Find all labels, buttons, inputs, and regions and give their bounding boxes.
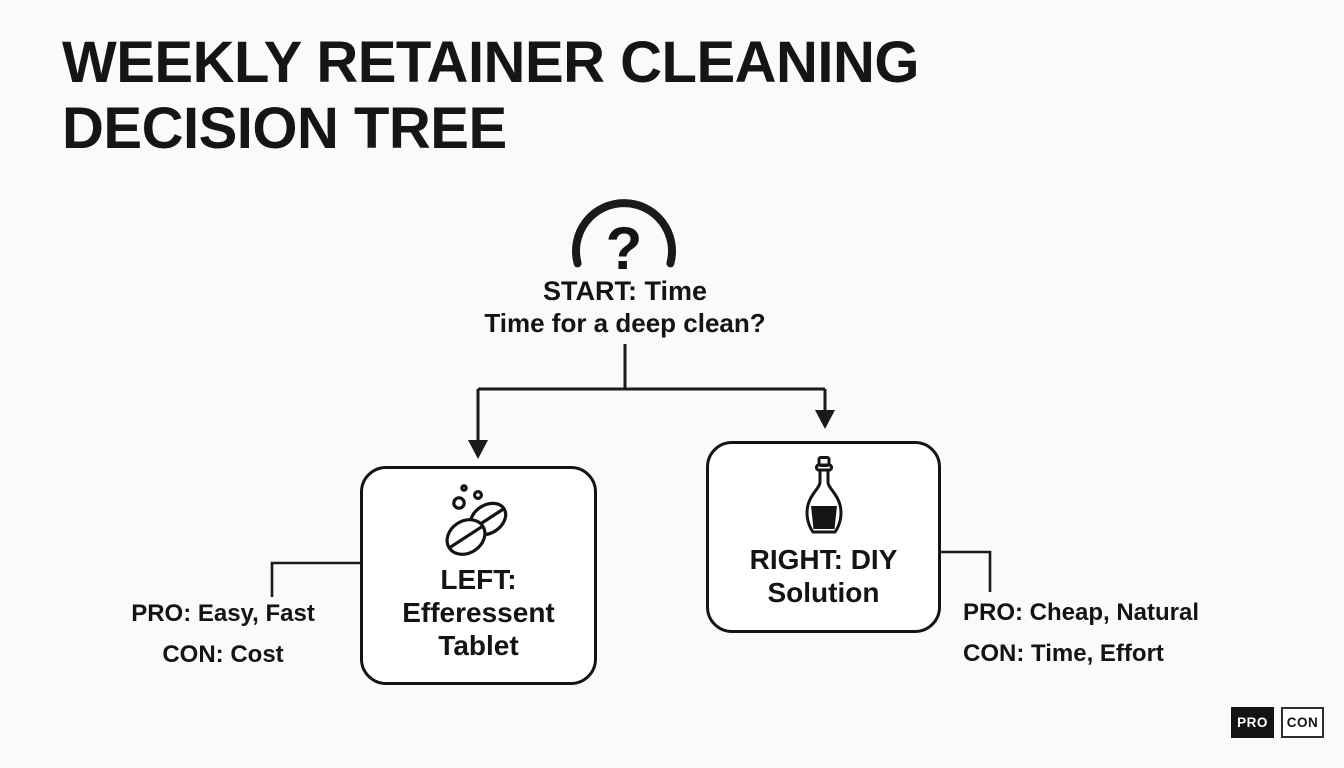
con-legend-badge: CON (1281, 707, 1324, 738)
right-option-node: RIGHT: DIY Solution (706, 441, 941, 633)
root-node-question: Time for a deep clean? (484, 308, 766, 338)
effervescent-tablet-icon (444, 484, 507, 556)
page-title: WEEKLY RETAINER CLEANING DECISION TREE (62, 30, 920, 161)
right-con-text: CON: Time, Effort (963, 640, 1164, 667)
root-node: START: Time Time for a deep clean? (400, 276, 850, 338)
pro-legend-badge: PRO (1231, 707, 1274, 738)
right-procon-block: PRO: Cheap, Natural CON: Time, Effort (963, 600, 1203, 667)
right-procon-elbow-line (941, 550, 992, 592)
diy-solution-bottle-icon (805, 456, 842, 534)
left-pro-text: PRO: Easy, Fast (131, 600, 315, 627)
right-option-label: RIGHT: DIY Solution (749, 544, 898, 608)
left-con-text: CON: Cost (162, 641, 284, 668)
right-pro-text: PRO: Cheap, Natural (963, 599, 1200, 626)
left-procon-elbow-line (270, 561, 360, 597)
left-procon-block: PRO: Easy, Fast CON: Cost (118, 601, 328, 668)
left-option-label: LEFT: Efferessent Tablet (402, 564, 555, 661)
right-arrowhead-icon (815, 410, 835, 429)
left-option-node: LEFT: Efferessent Tablet (360, 466, 597, 685)
procon-legend: PRO CON (1231, 707, 1324, 738)
question-mark-icon: ? (605, 215, 643, 282)
root-node-label: START: Time (542, 276, 708, 306)
left-arrowhead-icon (468, 440, 488, 459)
question-arc-icon (572, 199, 676, 268)
